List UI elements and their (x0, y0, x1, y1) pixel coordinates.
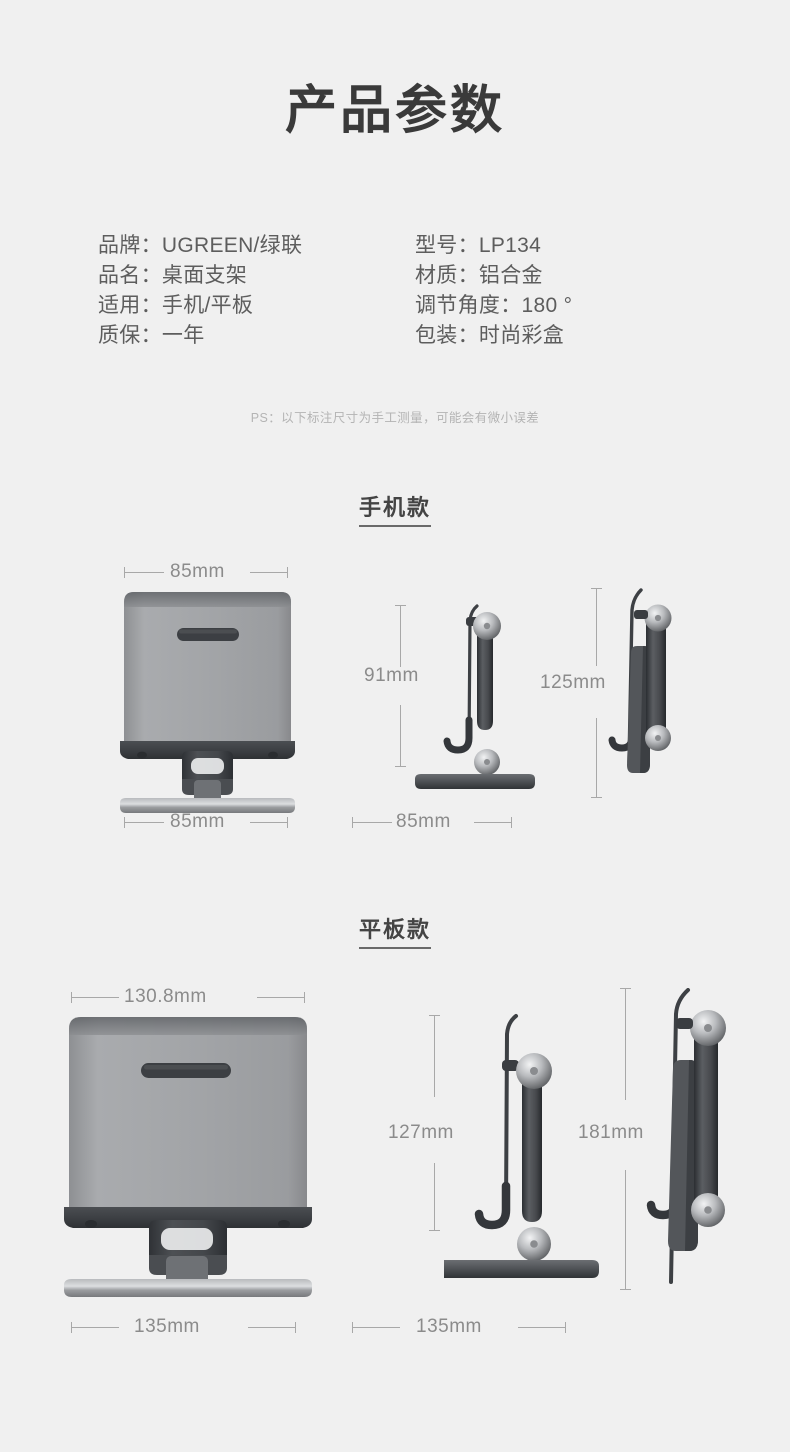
dim-line-tablet-folded-bottom (620, 1170, 631, 1290)
phone-stand-front-view (120, 592, 295, 813)
page-title: 产品参数 (284, 82, 505, 140)
section-heading-tablet: 平板款 (0, 912, 790, 949)
dim-line-phone-side-height-top (395, 605, 406, 667)
tablet-stand-folded-view (646, 988, 726, 1284)
dim-line-phone-front-top-right (250, 567, 288, 578)
dim-label-phone-side-height: 91mm (364, 665, 419, 686)
dim-line-phone-front-bottom-right (250, 817, 288, 828)
dim-line-tablet-front-top-right (257, 992, 305, 1003)
dim-label-phone-front-bottom: 85mm (170, 811, 225, 832)
dim-label-phone-side-base: 85mm (396, 811, 451, 832)
spec-column-left: 品牌：UGREEN/绿联 品名：桌面支架 适用：手机/平板 质保：一年 (98, 231, 302, 351)
dim-line-tablet-front-bottom-right (248, 1322, 296, 1333)
dim-line-tablet-folded-top (620, 988, 631, 1100)
dim-label-tablet-folded-height: 181mm (578, 1122, 644, 1143)
dim-line-phone-side-base-right (474, 817, 512, 828)
spec-warranty: 质保：一年 (98, 324, 205, 347)
dim-label-phone-folded-height: 125mm (540, 672, 606, 693)
dim-line-tablet-side-base-left (352, 1322, 400, 1333)
dim-line-tablet-side-height-top (429, 1015, 440, 1097)
dim-line-tablet-side-base-right (518, 1322, 566, 1333)
dim-line-phone-side-height-bottom (395, 705, 406, 767)
dim-label-tablet-front-bottom: 135mm (134, 1316, 200, 1337)
spec-column-right: 型号：LP134 材质：铝合金 调节角度：180 ° 包装：时尚彩盒 (415, 231, 572, 351)
spec-packaging: 包装：时尚彩盒 (415, 324, 565, 347)
tablet-stand-front-view (64, 1017, 312, 1297)
section-heading-phone: 手机款 (0, 490, 790, 527)
section-heading-phone-label: 手机款 (358, 495, 431, 527)
dim-line-phone-side-base-left (352, 817, 392, 828)
dim-line-phone-front-top-left (124, 567, 164, 578)
spec-suitable: 适用：手机/平板 (98, 294, 254, 317)
dim-line-phone-front-bottom-left (124, 817, 164, 828)
dim-line-tablet-front-top-left (71, 992, 119, 1003)
tablet-stand-side-view (444, 1014, 599, 1278)
dim-line-tablet-side-height-bottom (429, 1163, 440, 1231)
spec-product: 品名：桌面支架 (98, 264, 248, 287)
dim-label-tablet-side-base: 135mm (416, 1316, 482, 1337)
dim-label-tablet-side-height: 127mm (388, 1122, 454, 1143)
measurement-note: PS：以下标注尺寸为手工测量，可能会有微小误差 (250, 411, 540, 425)
dim-label-tablet-front-top: 130.8mm (124, 986, 207, 1007)
spec-model: 型号：LP134 (415, 234, 542, 257)
spec-angle: 调节角度：180 ° (415, 294, 573, 317)
specification-block: 品牌：UGREEN/绿联 品名：桌面支架 适用：手机/平板 质保：一年 型号：L… (0, 231, 790, 361)
dim-line-phone-folded-bottom (591, 718, 602, 798)
dim-label-phone-front-top: 85mm (170, 561, 225, 582)
spec-brand: 品牌：UGREEN/绿联 (98, 234, 303, 257)
phone-stand-side-view (415, 604, 535, 789)
phone-stand-folded-view (608, 588, 672, 773)
spec-material: 材质：铝合金 (415, 264, 543, 287)
section-heading-tablet-label: 平板款 (358, 917, 431, 949)
dim-line-tablet-front-bottom-left (71, 1322, 119, 1333)
dim-line-phone-folded-top (591, 588, 602, 666)
